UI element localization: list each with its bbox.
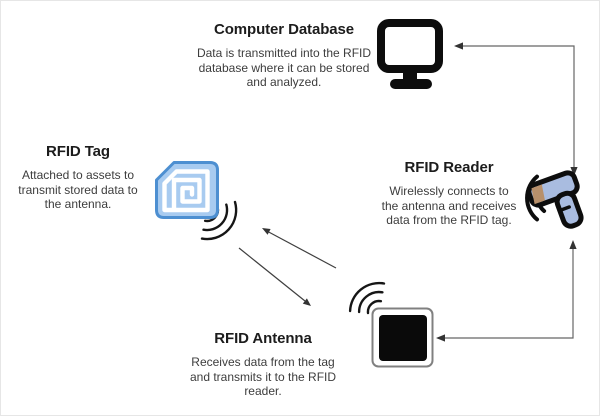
arrow-tag-to-antenna — [238, 247, 311, 306]
node-database: Computer Database Data is transmitted in… — [184, 21, 384, 90]
antenna-signal-waves-icon — [348, 281, 386, 315]
node-tag-desc-line: Attached to assets to — [21, 168, 135, 182]
node-tag-desc-line: the antenna. — [44, 197, 112, 211]
node-tag: RFID Tag Attached to assets to transmit … — [8, 143, 148, 212]
node-antenna: RFID Antenna Receives data from the tag … — [187, 330, 339, 399]
arrowhead-to-tag — [262, 228, 271, 235]
rfid-tag-icon — [155, 161, 219, 219]
node-tag-desc-line: transmit stored data to — [18, 182, 138, 197]
arrowhead-to-reader-bottom — [569, 240, 577, 249]
elbow-arrow-reader-database — [454, 42, 578, 176]
node-database-title: Computer Database — [213, 21, 354, 38]
node-reader-desc-line: the antenna and receives — [381, 198, 517, 213]
node-database-desc-line: and analyzed. — [246, 75, 322, 89]
node-reader-desc-line: data from the RFID tag. — [386, 213, 512, 227]
arrowhead-to-antenna-diag — [302, 298, 311, 306]
computer-monitor-icon — [377, 19, 443, 89]
node-reader: RFID Reader Wirelessly connects to the a… — [369, 159, 529, 228]
node-antenna-title: RFID Antenna — [214, 330, 312, 347]
node-reader-desc-line: Wirelessly connects to — [389, 184, 509, 198]
node-tag-title: RFID Tag — [46, 143, 110, 160]
rfid-reader-icon — [526, 170, 584, 229]
arrowhead-to-reader-top — [570, 167, 578, 176]
arrow-antenna-to-tag — [262, 228, 337, 269]
arrowhead-to-antenna — [436, 334, 445, 342]
node-database-desc-line: Data is transmitted into the RFID — [196, 46, 372, 60]
elbow-arrow-antenna-reader — [436, 240, 577, 342]
arrowhead-to-database — [454, 42, 463, 50]
rfid-antenna-icon — [371, 307, 434, 368]
node-database-desc-line: database where it can be stored — [198, 60, 370, 75]
node-antenna-desc-line: Receives data from the tag — [191, 355, 335, 369]
node-reader-title: RFID Reader — [404, 159, 494, 176]
node-antenna-desc-line: reader. — [244, 384, 282, 398]
node-antenna-desc-line: and transmits it to the RFID — [189, 369, 337, 384]
